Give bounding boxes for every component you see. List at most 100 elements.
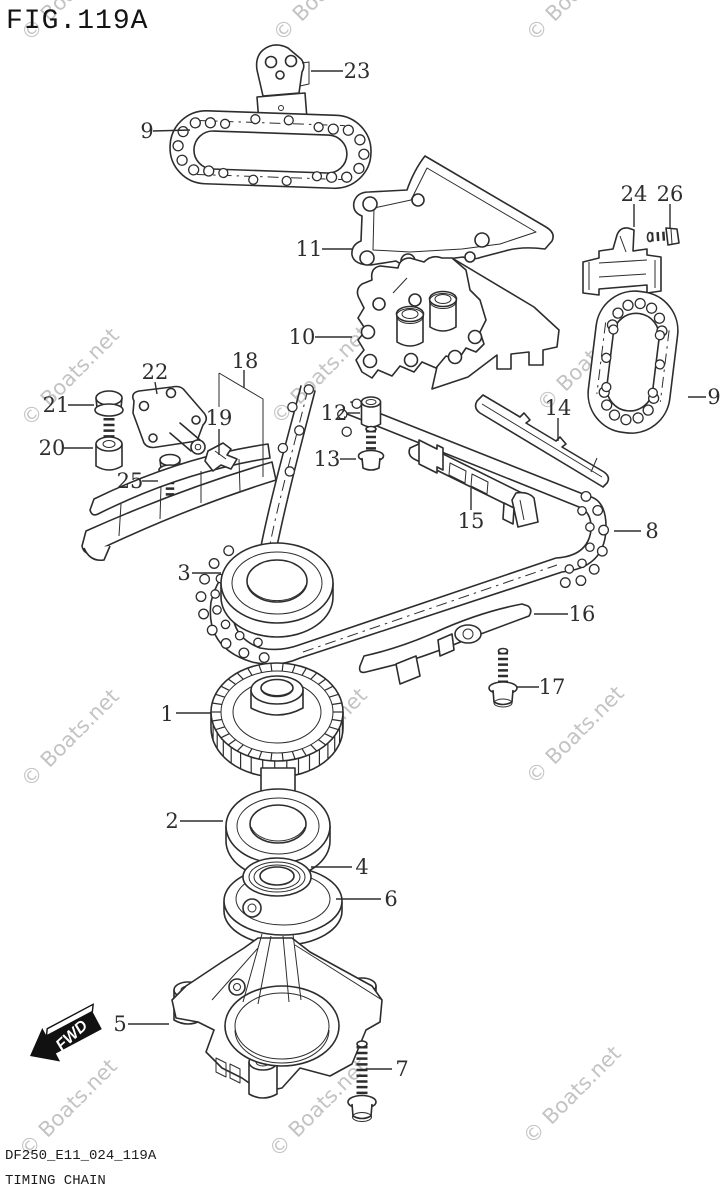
watermark-text: © Boats.net [16,684,124,792]
watermark-text: © Boats.net [521,681,629,789]
figure-title: FIG.119A [6,6,149,37]
chain-link [654,330,666,341]
chain-link [253,637,263,648]
callout-label-23: 23 [344,59,371,83]
callout-label-5: 5 [113,1012,126,1036]
gear-tooth [215,726,225,731]
callout-label-22: 22 [142,360,169,384]
gear-tooth [329,726,339,731]
gear-tooth [310,744,318,752]
callout-label-17: 17 [539,675,566,699]
callout-label-19: 19 [206,406,233,430]
chain-link [212,605,222,615]
part-4-seal [242,857,312,897]
chain-link [632,412,644,424]
parts-layer: FWD [30,44,680,1122]
chain-link [188,164,200,176]
part-15-guide [408,439,539,528]
chain-link [622,299,634,311]
chain-link [601,381,612,393]
gear-tooth [331,718,342,722]
chain-link [620,414,632,426]
chain-link [634,297,646,310]
figure-name: TIMING CHAIN [5,1173,106,1189]
chain-link [281,175,292,187]
gear-tooth [212,702,223,706]
gear-tooth [301,667,307,676]
callout-label-26: 26 [657,182,684,206]
chain-link [654,359,666,370]
gear-tooth [220,733,230,739]
callout-label-18: 18 [232,349,259,373]
callout-label-12: 12 [321,401,348,425]
callout-label-21: 21 [43,393,70,417]
part-17-bolt [488,647,518,708]
chain-link [341,426,352,437]
chain-link [559,577,571,589]
gear-tooth [247,748,253,757]
callout-label-2: 2 [165,809,178,833]
callout-label-10: 10 [289,325,316,349]
watermark-text: © Boats.net [14,1054,122,1162]
part-9-chain-top [169,109,372,190]
part-22-tensioner [132,385,208,455]
chain-link [250,114,261,125]
chain-link [598,524,610,536]
chain-link [283,115,294,126]
chain-link [189,117,201,129]
gear-tooth [281,752,284,761]
chain-link [258,652,270,664]
gear-tooth [270,663,273,672]
chain-link [608,409,621,421]
chain-link [645,302,658,314]
chain-link [325,171,338,183]
chain-link [342,124,354,136]
gear-tooth [247,667,253,676]
part-26-bolt [646,227,680,246]
chain-link [354,134,366,146]
watermark-text: © Boats.net [521,0,629,46]
chain-link [234,630,245,641]
gear-tooth [291,664,296,673]
chain-link [341,171,353,183]
part-23-adjuster [255,44,310,124]
chain-link [596,545,608,557]
part-10-pump [355,255,560,390]
chain-link [608,324,619,335]
part-19-clip [204,442,238,472]
part-20-spacer [95,436,123,471]
chain-link [248,174,259,185]
callout-label-7: 7 [395,1057,408,1081]
chain-link [612,307,624,319]
gear-tooth [227,739,236,746]
chain-link [220,638,232,649]
chain-link [327,123,339,135]
gear-tooth [329,693,339,698]
chain-link [223,545,235,557]
chain-link [588,563,600,575]
gear-tooth [291,751,296,760]
callout-leader-line [152,129,191,132]
chain-link [564,564,575,574]
chain-link [577,558,587,569]
chain-link [601,399,613,411]
part-9-chain-right [587,290,679,434]
chain-link [303,384,315,395]
chain-link [585,542,595,553]
chain-link [195,591,207,603]
gear-tooth [281,663,284,672]
gear-tooth [227,678,236,685]
chain-link [313,121,324,133]
gear-tooth [318,739,327,746]
figure-code: DF250_E11_024_119A [5,1148,157,1164]
chain-link [199,573,211,585]
chain-link [218,167,229,179]
chain-link [353,162,365,175]
gear-tooth [220,685,230,691]
part-7-bolt [347,1040,377,1122]
callout-label-9: 9 [707,385,720,409]
callout-label-3: 3 [177,561,190,585]
chain-link [575,575,587,587]
chain-link [220,619,231,630]
